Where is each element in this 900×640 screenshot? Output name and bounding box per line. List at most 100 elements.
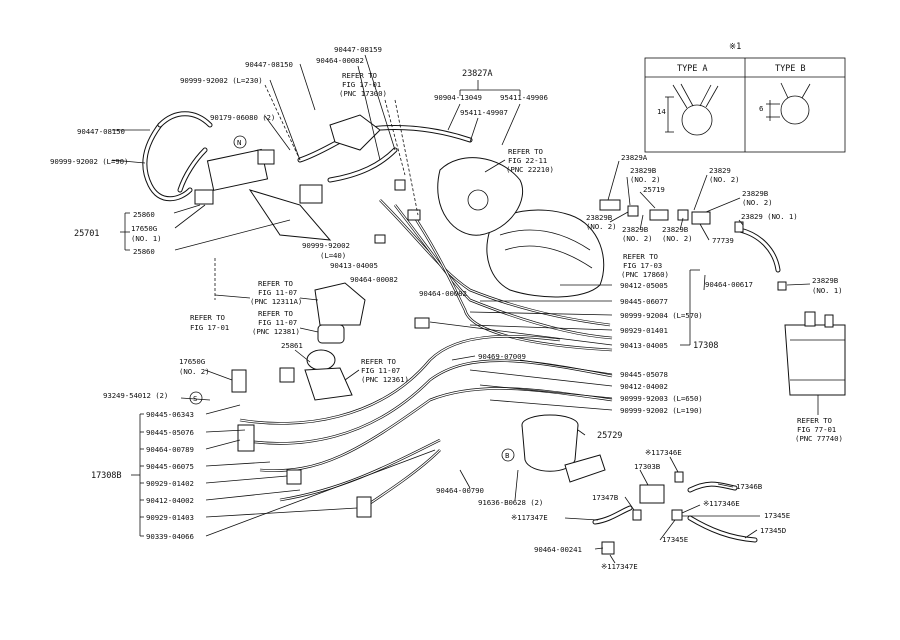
part-label-l45: FIG 17-03 [623,261,662,270]
fitting-77739 [691,211,711,225]
part-label-l88: ※117346E [645,448,682,457]
part-label-l71: 90999-92003 (L=650) [620,394,703,403]
engine-mount-upper [314,282,366,326]
part-label-l51: 90929-01401 [620,326,668,335]
part-label-l40: (L=40) [320,251,346,260]
part-label-l12: 90904-13049 [434,93,482,102]
engine-mount-lower [304,367,353,401]
part-label-l95: 17345D [760,526,786,535]
part-label-l3: 90464-00082 [316,56,364,65]
part-label-l63: FIG 17-01 [190,323,229,332]
part-label-l92: ※117346E [703,499,740,508]
part-label-l32: 23829 (NO. 1) [741,212,798,221]
part-label-l70: 90412-04002 [620,382,668,391]
hose-23829a [599,199,621,211]
clamp-lower-1 [632,509,642,521]
part-label-l17: (PNC 22210) [506,165,554,174]
clamp-type-inset: ※1 TYPE A TYPE B 14 6 [644,42,846,153]
vsv-17303b [639,484,665,504]
part-label-l79: 90445-06075 [146,462,194,471]
part-label-l42: 90464-00082 [350,275,398,284]
part-label-l38: 25860 [133,247,155,256]
part-label-l89: 17303B [634,462,661,471]
type-b-label: TYPE B [775,64,805,74]
part-label-l97: 90464-00241 [534,545,582,554]
hose-routing [142,111,781,543]
part-label-l98: ※117347E [601,562,638,571]
fitting-1 [394,179,406,191]
charcoal-canister [784,324,846,396]
marker-n-letter: N [237,138,241,147]
mount-bracket-small [279,367,295,383]
upper-bracket [329,114,381,151]
part-label-l94: ※117347E [511,513,548,522]
clamp-23829b-c [734,221,744,233]
hose-clip-center [414,317,430,329]
part-label-l82: 90412-04002 [146,496,194,505]
part-label-l33: 77739 [712,236,734,245]
part-label-l34: 25860 [133,210,155,219]
vsv-no2 [231,369,247,393]
part-label-l99: REFER TO [797,416,832,425]
part-label-l78: 90464-00789 [146,445,194,454]
marker-n [233,135,247,149]
valve-25729-body [521,424,579,472]
part-label-l64: 25861 [281,341,303,350]
type-b-dimension: 6 [759,104,763,113]
part-label-l43: 90464-00082 [419,289,467,298]
part-label-l96: 17345E [662,535,688,544]
part-label-l75: 93249-54012 (2) [103,391,168,400]
part-label-l24: 23829B [742,189,769,198]
part-label-l62: REFER TO [190,313,225,322]
part-label-l37: (NO. 1) [131,234,161,243]
throttle-body [437,157,524,236]
part-label-l16: FIG 22-11 [508,156,547,165]
part-label-l49: 90445-06077 [620,297,668,306]
part-label-l31: (NO. 2) [662,234,692,243]
part-label-l36: 25701 [74,229,99,239]
pipe-clamp-1 [286,469,302,485]
part-label-l56: REFER TO [258,279,293,288]
part-label-l19: 23829B [630,166,657,175]
part-label-l54: 23829B [812,276,839,285]
mount-cushion [306,349,336,371]
part-label-l93: 17345E [764,511,790,520]
part-label-l87: 91636-B0628 (2) [478,498,543,507]
part-label-l68: 90469-07009 [478,352,526,361]
type-a-clamp-drawing [665,83,719,136]
clamp-23829b-no1 [777,281,787,291]
part-label-l13: 95411-49906 [500,93,548,102]
part-label-l67: (PNC 12361) [361,375,409,384]
part-label-l23: (NO. 2) [709,175,739,184]
part-label-l7: 90999-92002 (L=230) [180,76,263,85]
part-label-l1: 90447-08159 [334,45,382,54]
part-label-l48: 90464-00617 [705,280,753,289]
part-label-l41: 90413-04005 [330,261,378,270]
part-label-l60: FIG 11-07 [258,318,297,327]
part-label-l9: 90447-08150 [77,127,125,136]
part-label-l10: 90999-92002 (L=90) [50,157,128,166]
canister-port-2 [824,314,834,328]
clamp-lower-2 [674,471,684,483]
vsv-valve-left [194,189,214,205]
part-label-l21: 25719 [643,185,665,194]
hose-clip-lower [601,541,615,555]
part-label-l5: FIG 17-01 [342,80,381,89]
part-label-l4: REFER TO [342,71,377,80]
vsv-mount-plate [248,189,332,241]
part-label-l26: 23829B [586,213,613,222]
vsv-valve-upper [257,149,275,165]
clamp-23829b-a [627,205,639,217]
part-label-l90: 17346B [736,482,763,491]
part-label-l25: (NO. 2) [742,198,772,207]
part-label-l30: 23829B [662,225,689,234]
components [194,84,846,555]
part-label-l69: 90445-05078 [620,370,668,379]
reference-markers: N S B [189,135,515,462]
part-label-l29: (NO. 2) [622,234,652,243]
leader-lines [111,54,819,564]
pipe-25719 [649,209,669,221]
